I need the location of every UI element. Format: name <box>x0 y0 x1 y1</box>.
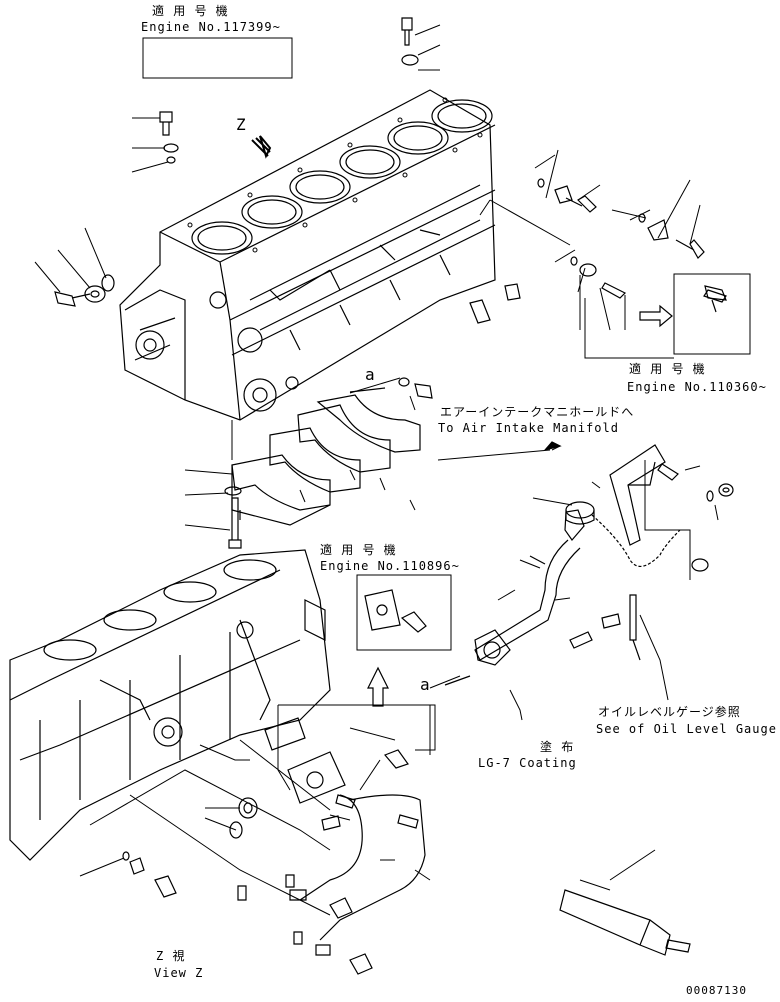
engine-number-label: Engine No.117399~ <box>141 20 281 34</box>
view-z-label-ja: Z 視 <box>156 949 186 963</box>
oil-gauge-label-ja: オイルレベルゲージ参照 <box>598 705 741 719</box>
bolt-icon <box>704 285 727 313</box>
reference-letter: a <box>365 365 376 384</box>
applicable-engine-label: 適 用 号 機 <box>320 543 397 557</box>
connector-icon <box>129 794 419 956</box>
sensor-harness-icon <box>299 794 426 941</box>
arrow-icon <box>639 304 673 328</box>
bolt-icon <box>54 17 727 975</box>
engine-number-label: Engine No.110360~ <box>627 380 767 394</box>
dipstick-icon <box>629 594 641 661</box>
oil-filler-pipe-icon <box>474 509 585 666</box>
view-direction-label: Z <box>236 115 247 134</box>
engine-number-label: Engine No.110896~ <box>320 559 460 573</box>
reference-letter: a <box>420 675 431 694</box>
callout-box <box>142 37 751 651</box>
group-bracket <box>89 199 691 916</box>
applicable-engine-label: 適 用 号 機 <box>629 362 706 376</box>
oil-gauge-label-en: See of Oil Level Gauge <box>596 722 777 736</box>
coating-label-ja: 塗 布 <box>540 740 575 754</box>
bracket-icon <box>609 444 666 546</box>
cap-icon <box>565 501 595 525</box>
drawing-number: 00087130 <box>686 984 747 997</box>
gasket-icon <box>264 717 346 804</box>
applicable-engine-label: 適 用 号 機 <box>152 4 229 18</box>
coating-label-en: LG-7 Coating <box>478 756 577 770</box>
sensor-plate-icon <box>364 589 401 631</box>
arrow-icon <box>367 666 389 707</box>
view-arrow-icon <box>251 135 272 159</box>
main-bearing-cap-icon <box>231 394 421 526</box>
air-intake-label-en: To Air Intake Manifold <box>438 421 619 435</box>
air-intake-label-ja: エアーインテークマニホールドへ <box>440 405 635 419</box>
tool-icon <box>559 889 691 956</box>
leader-line <box>34 24 719 891</box>
reference-arrow-icon <box>349 387 562 686</box>
cylinder-block-icon <box>119 89 496 421</box>
view-z-label-en: View Z <box>154 966 204 980</box>
